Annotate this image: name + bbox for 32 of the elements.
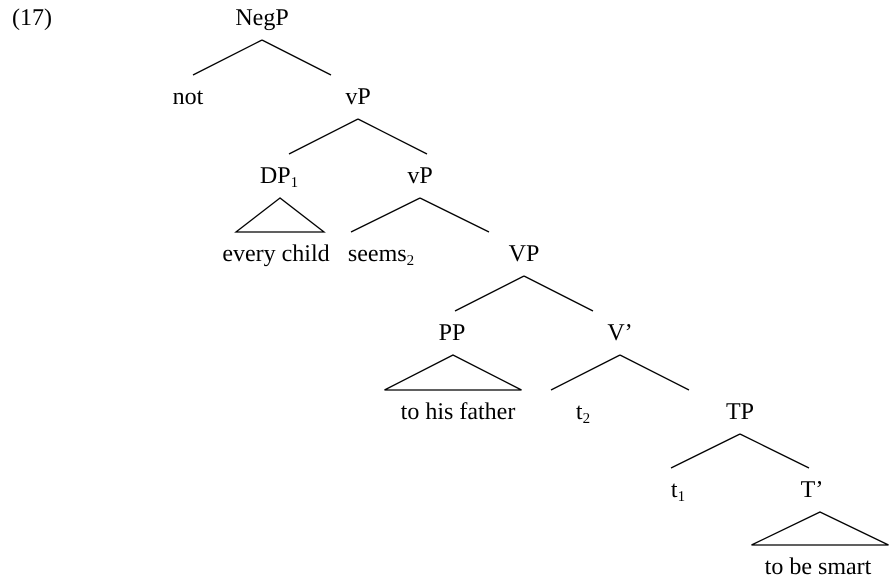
triangle-roof (234, 197, 326, 233)
branch-line (358, 118, 428, 155)
tree-label: t$_{2}$ (576, 400, 590, 424)
tree-label: PP (438, 321, 466, 345)
tree-label: TP (726, 400, 754, 424)
branch-line (420, 197, 490, 233)
tree-label: t$_{1}$ (670, 478, 686, 502)
tree-label: VP (508, 242, 540, 266)
branch-line (740, 433, 810, 469)
tree-label: vP (345, 85, 371, 109)
example-number: (17) (12, 6, 52, 30)
tree-label: NegP (235, 6, 289, 30)
tree-label: to his father (400, 400, 516, 424)
branch-line (524, 275, 594, 312)
branch-line (350, 197, 420, 233)
tree-label: not (172, 85, 204, 109)
branch-line (550, 354, 620, 391)
branch-line (288, 118, 358, 155)
tree-label: to be smart (764, 555, 872, 579)
tree-label: T’ (800, 478, 824, 502)
tree-label: seems$_{2}$ (348, 242, 414, 266)
tree-label: V’ (607, 321, 633, 345)
triangle-roof (750, 511, 890, 546)
branch-line (192, 39, 262, 76)
tree-label: DP$_{1}$ (260, 164, 298, 188)
tree-label: vP (407, 164, 433, 188)
branch-line (454, 275, 524, 312)
branch-line (620, 354, 690, 391)
tree-label: every child (222, 242, 330, 266)
triangle-roof (384, 354, 522, 391)
branch-line (262, 39, 332, 76)
branch-line (670, 433, 740, 469)
